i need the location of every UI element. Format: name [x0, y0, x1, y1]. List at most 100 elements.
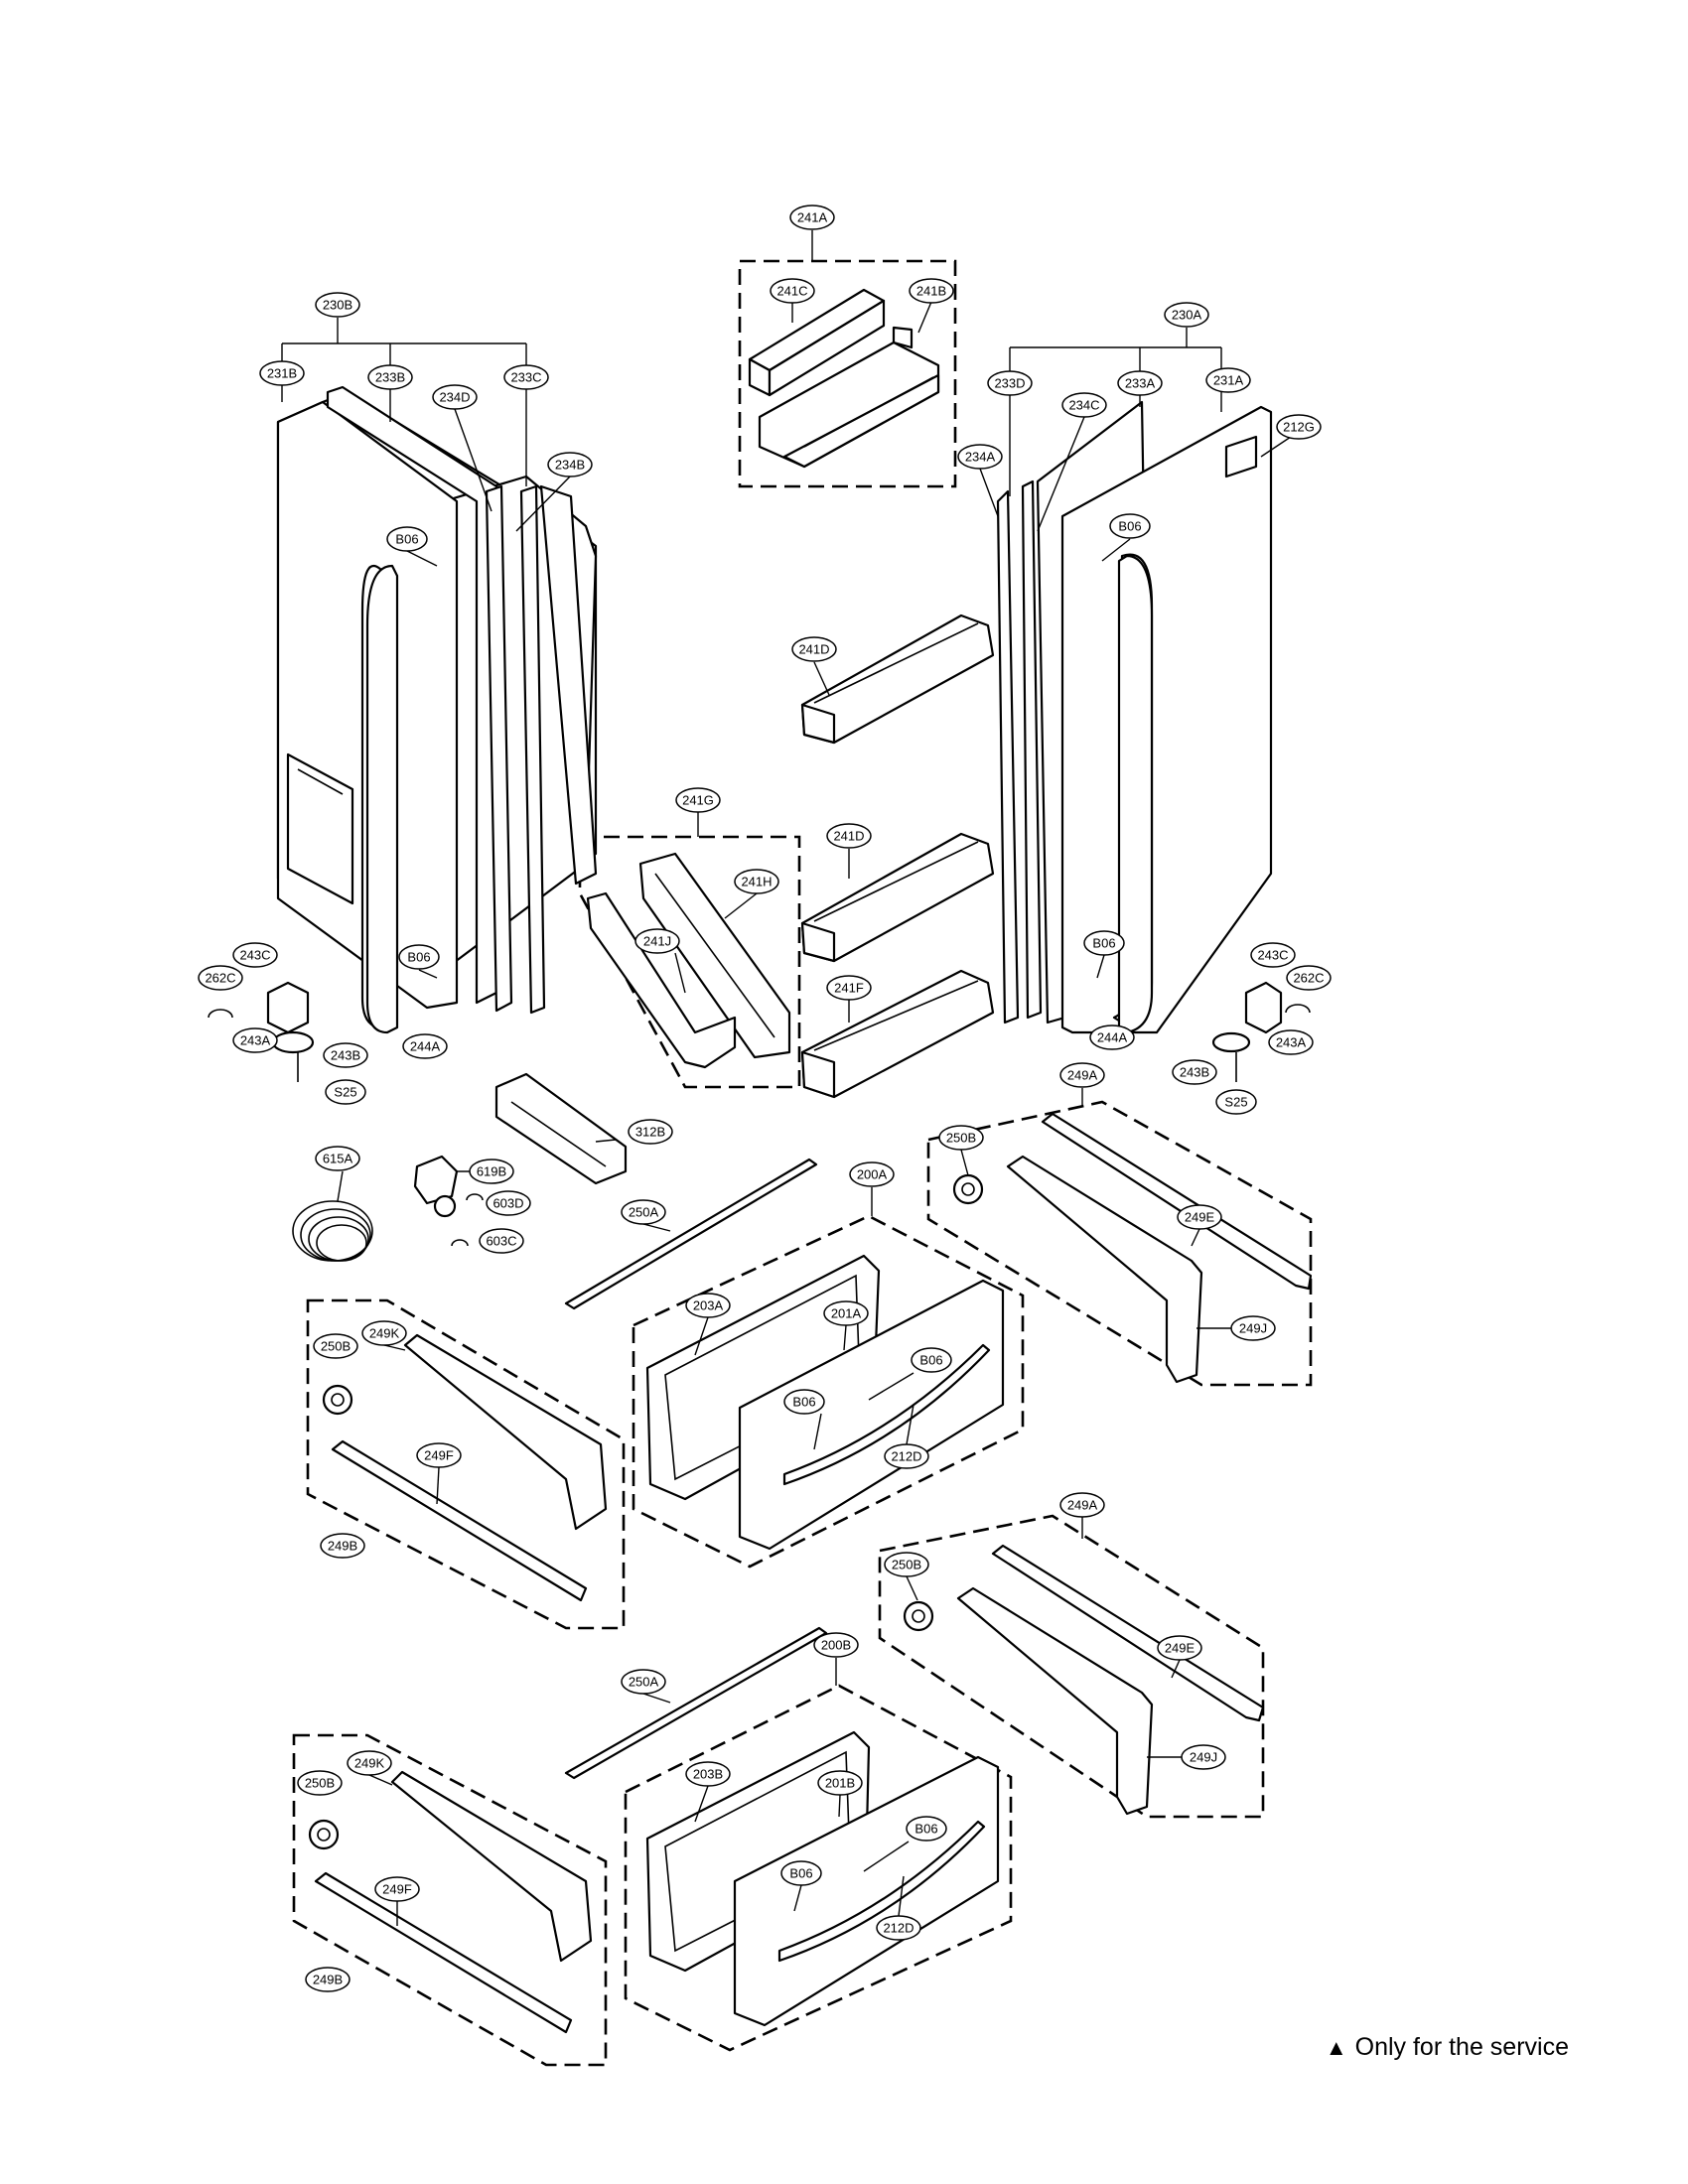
tag-312B: 312B [628, 1119, 673, 1145]
svg-text:201B: 201B [825, 1776, 855, 1791]
svg-text:243A: 243A [1276, 1035, 1307, 1050]
svg-text:249K: 249K [354, 1756, 385, 1771]
svg-text:S25: S25 [1224, 1095, 1247, 1110]
door-handle-244A-left [365, 564, 399, 1034]
tag-603D: 603D [486, 1190, 531, 1216]
tag-249K-lower: 249K [347, 1750, 392, 1776]
tag-262C-left: 262C [198, 965, 243, 991]
svg-text:312B: 312B [635, 1125, 665, 1140]
tag-241J: 241J [634, 928, 680, 954]
svg-text:250A: 250A [629, 1675, 659, 1690]
tag-201B: 201B [817, 1770, 863, 1796]
svg-text:249E: 249E [1185, 1210, 1215, 1225]
group-box-200B [624, 1684, 1013, 2052]
gear-250B-1 [952, 1173, 984, 1205]
tag-262C-right: 262C [1286, 965, 1332, 991]
tag-249J-upper: 249J [1230, 1315, 1276, 1341]
svg-text:B06: B06 [792, 1395, 815, 1410]
svg-text:615A: 615A [323, 1152, 353, 1166]
tag-B06-door-left-bottom: B06 [398, 944, 440, 970]
part-312B [494, 1072, 628, 1185]
svg-text:203B: 203B [693, 1767, 723, 1782]
tag-B06-drawer-b-right: B06 [906, 1816, 947, 1842]
svg-text:250B: 250B [321, 1339, 351, 1354]
svg-text:B06: B06 [914, 1822, 937, 1837]
tag-241D-lower: 241D [826, 823, 872, 849]
svg-text:241A: 241A [797, 210, 828, 225]
svg-text:250B: 250B [305, 1776, 335, 1791]
tag-249B-lower: 249B [305, 1967, 351, 1992]
door-bin-241H [638, 852, 791, 1059]
svg-text:231A: 231A [1213, 373, 1244, 388]
tag-230A: 230A [1164, 302, 1209, 328]
svg-text:249B: 249B [328, 1539, 357, 1554]
rail-249E-upper [1006, 1112, 1313, 1384]
tag-249A-lower: 249A [1059, 1492, 1105, 1518]
water-tube-615A [292, 1200, 373, 1262]
group-box-249A-upper [926, 1100, 1313, 1387]
tag-S25-right: S25 [1215, 1089, 1257, 1115]
svg-text:250A: 250A [629, 1205, 659, 1220]
svg-text:B06: B06 [919, 1353, 942, 1368]
clip-603C [451, 1239, 469, 1247]
svg-text:234B: 234B [555, 458, 585, 473]
svg-text:603C: 603C [486, 1234, 516, 1249]
svg-text:B06: B06 [789, 1866, 812, 1881]
tag-249K-upper: 249K [361, 1320, 407, 1346]
svg-text:243A: 243A [240, 1033, 271, 1048]
tag-243B-right: 243B [1172, 1059, 1217, 1085]
svg-text:249A: 249A [1067, 1498, 1098, 1513]
svg-text:241G: 241G [682, 793, 714, 808]
svg-text:249J: 249J [1239, 1321, 1267, 1336]
tag-233B: 233B [367, 364, 413, 390]
svg-text:212D: 212D [891, 1449, 921, 1464]
triangle-icon: ▲ [1325, 2035, 1347, 2060]
tag-250B-1: 250B [938, 1125, 984, 1151]
svg-text:S25: S25 [334, 1085, 356, 1100]
svg-text:230B: 230B [323, 298, 352, 313]
svg-text:619B: 619B [477, 1164, 506, 1179]
tag-212D-lower: 212D [876, 1915, 921, 1941]
group-box-249A-lower [878, 1514, 1265, 1819]
tag-B06-drawer-a-left: B06 [783, 1389, 825, 1415]
tag-B06-door-left-top: B06 [386, 526, 428, 552]
svg-text:234C: 234C [1068, 398, 1099, 413]
group-box-200A [632, 1214, 1025, 1569]
tag-231A: 231A [1205, 367, 1251, 393]
tag-249B-upper: 249B [320, 1533, 365, 1559]
door-bin-241D-lower [800, 832, 995, 963]
svg-text:233B: 233B [375, 370, 405, 385]
tag-241H: 241H [734, 869, 779, 894]
tag-B06-drawer-a-right: B06 [911, 1347, 952, 1373]
gasket-233C [519, 484, 546, 1015]
tag-203A: 203A [685, 1293, 731, 1318]
svg-text:200B: 200B [821, 1638, 851, 1653]
svg-text:249E: 249E [1165, 1641, 1196, 1656]
svg-text:233A: 233A [1125, 376, 1156, 391]
door-left-230B [276, 390, 598, 1029]
tag-B06-door-right-top: B06 [1109, 513, 1151, 539]
tag-619B: 619B [469, 1159, 514, 1184]
svg-text:241C: 241C [776, 284, 807, 299]
tag-243C-left: 243C [232, 942, 278, 968]
svg-text:243C: 243C [1257, 948, 1288, 963]
strip-250A-lower [564, 1626, 828, 1780]
rail-249E-lower [956, 1544, 1265, 1816]
svg-text:241D: 241D [833, 829, 864, 844]
svg-text:262C: 262C [1293, 971, 1324, 986]
svg-text:241H: 241H [741, 875, 772, 889]
tag-249F-upper: 249F [416, 1442, 462, 1468]
svg-text:249K: 249K [369, 1326, 400, 1341]
door-bin-241C [748, 288, 886, 397]
service-footnote: ▲Only for the service [1326, 2033, 1569, 2062]
group-box-249B-upper [306, 1298, 626, 1630]
svg-text:233C: 233C [510, 370, 541, 385]
tag-212D-upper: 212D [884, 1443, 929, 1469]
tag-231B: 231B [259, 360, 305, 386]
tag-249F-lower: 249F [374, 1876, 420, 1902]
tag-203B: 203B [685, 1761, 731, 1787]
door-bin-241D-upper [800, 614, 995, 745]
tag-241C: 241C [770, 278, 815, 304]
rail-249F-lower [314, 1770, 593, 2034]
